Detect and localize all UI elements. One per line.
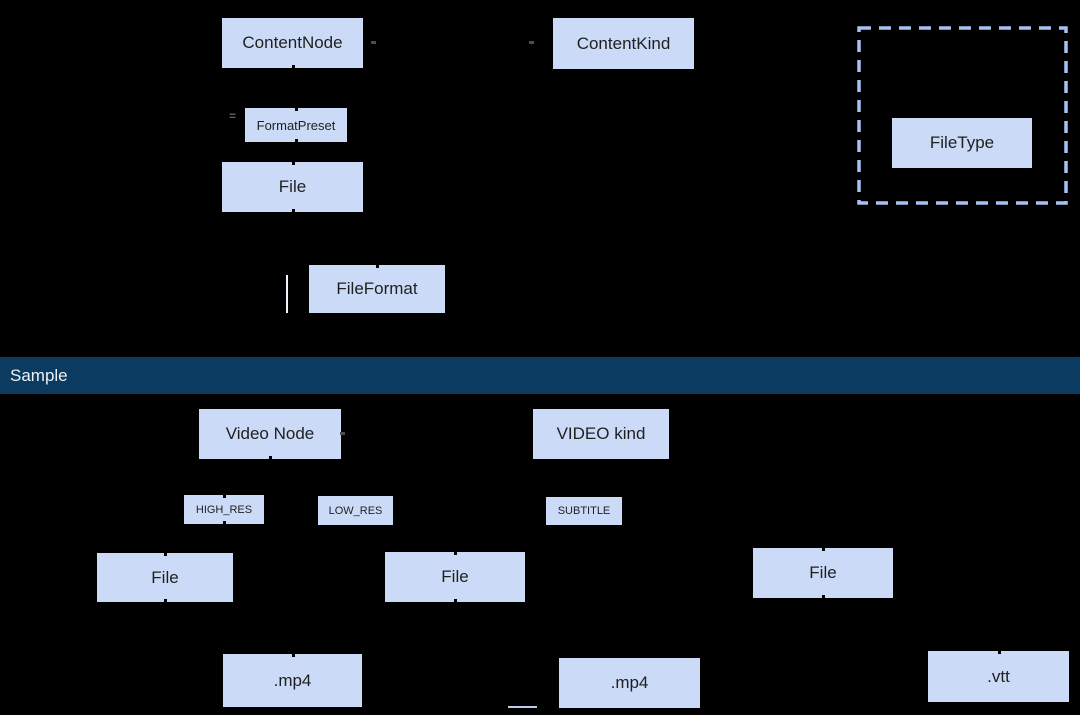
mp4-left-label: .mp4 (273, 670, 312, 690)
high-res-label: HIGH_RES (195, 503, 253, 516)
content-node-box: ContentNode (222, 18, 363, 70)
video-node-box: Video Node (199, 409, 341, 461)
connector-mark (529, 41, 534, 44)
video-kind-box: VIDEO kind (533, 409, 669, 459)
file-right-label: File (809, 563, 837, 582)
connector-tick (291, 160, 295, 165)
file-type-label: FileType (929, 133, 995, 152)
connector-mark (371, 41, 376, 44)
connector-tick (376, 263, 379, 268)
connector-tick (223, 521, 226, 526)
connector-tick (223, 493, 226, 498)
mp4-left-box: .mp4 (223, 652, 362, 707)
connector-tick (295, 106, 298, 111)
connector-tick (997, 649, 1001, 654)
file-middle-label: File (441, 567, 469, 586)
file-left-box: File (97, 551, 233, 604)
connector-tick (291, 652, 295, 657)
file-upper-label: File (278, 177, 307, 196)
mp4-middle-label: .mp4 (610, 673, 649, 692)
subtitle-label: SUBTITLE (557, 505, 611, 517)
content-kind-box: ContentKind (553, 18, 694, 69)
video-node-label: Video Node (225, 424, 315, 443)
mp4-middle-box: .mp4 (559, 658, 700, 708)
connector-tick (269, 456, 272, 461)
content-kind-label: ContentKind (576, 33, 671, 53)
connector-mark (340, 432, 345, 435)
format-preset-box: FormatPreset (245, 106, 347, 144)
connector-tick (454, 550, 457, 555)
file-upper-box: File (222, 160, 363, 214)
video-kind-label: VIDEO kind (556, 424, 646, 443)
file-right-box: File (753, 546, 893, 600)
connector-tick (164, 551, 167, 556)
low-res-box: LOW_RES (318, 496, 393, 525)
connector-tick (822, 595, 825, 600)
high-res-box: HIGH_RES (184, 493, 264, 526)
low-res-label: LOW_RES (328, 504, 383, 517)
sample-section-title: Sample (10, 365, 68, 385)
connector-equals-mark: = (229, 109, 237, 123)
connector-tick (164, 599, 167, 604)
connector-line-vertical (286, 275, 288, 313)
vtt-box: .vtt (928, 649, 1069, 702)
file-format-box: FileFormat (309, 263, 445, 313)
file-left-label: File (151, 567, 179, 587)
connector-tick (291, 209, 295, 214)
content-node-label: ContentNode (242, 33, 343, 52)
subtitle-box: SUBTITLE (546, 497, 622, 525)
connector-tick (295, 139, 298, 144)
file-type-box: FileType (892, 118, 1032, 168)
file-format-label: FileFormat (336, 279, 418, 298)
connector-line-horizontal (508, 706, 537, 708)
file-middle-box: File (385, 550, 525, 604)
sample-section-banner: Sample (0, 357, 1080, 394)
connector-tick (291, 65, 295, 70)
vtt-label: .vtt (987, 666, 1010, 686)
connector-tick (822, 546, 825, 551)
file-type-dashed-group-box (857, 26, 1068, 205)
format-preset-label: FormatPreset (256, 117, 336, 133)
connector-tick (454, 599, 457, 604)
